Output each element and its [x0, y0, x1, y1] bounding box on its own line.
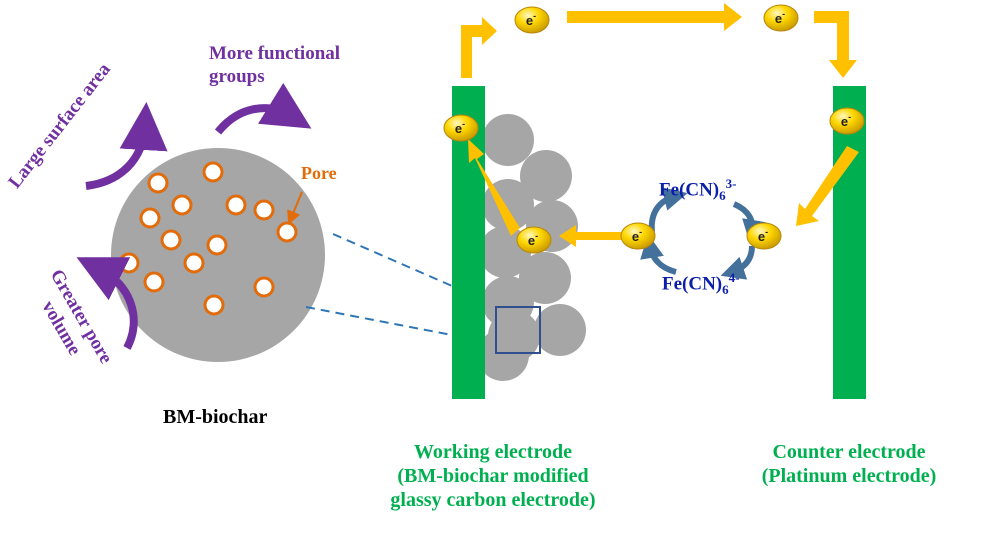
electron-icon: e-: [620, 222, 656, 250]
flow-arrow-icon: [559, 225, 622, 247]
working-electrode-label: Working electrode (BM-biochar modified g…: [390, 441, 596, 511]
redox-arrow-icon: [720, 245, 755, 280]
flow-arrow-icon: [829, 11, 857, 78]
ferricyanide-label: Fe(CN)63-: [659, 176, 737, 204]
counter-electrode-label: Counter electrode (Platinum electrode): [761, 441, 937, 487]
flow-arrow-icon: [814, 11, 843, 23]
flow-arrow-icon: [461, 25, 472, 78]
svg-text:e-: e-: [758, 227, 768, 244]
electron-icon: e-: [514, 6, 550, 34]
zoom-line: [332, 233, 531, 321]
svg-text:e-: e-: [526, 11, 536, 28]
pore: [139, 207, 161, 229]
curved-arrow-icon: [76, 257, 138, 350]
ferrocyanide-label: Fe(CN)64-: [662, 270, 740, 298]
svg-text:e-: e-: [632, 227, 642, 244]
pore: [118, 252, 140, 274]
redox-arrow-icon: [640, 234, 677, 275]
pore: [253, 276, 275, 298]
bm-biochar-label: BM-biochar: [163, 406, 268, 428]
pore: [253, 199, 275, 221]
flow-arrow-icon: [468, 139, 520, 236]
electron-icon: e-: [746, 222, 782, 250]
zoom-line: [305, 306, 531, 351]
electron-flow: [461, 3, 859, 247]
electron-icon: e-: [829, 107, 865, 135]
pore-label: Pore: [301, 163, 337, 183]
curved-arrow-icon: [85, 102, 168, 190]
electron-icon: e-: [763, 4, 799, 32]
flow-arrow-icon: [461, 17, 497, 45]
flow-arrow-icon: [796, 146, 859, 226]
svg-text:e-: e-: [455, 119, 465, 136]
pore: [171, 194, 193, 216]
curved-arrow-icon: [214, 82, 312, 135]
pore: [183, 252, 205, 274]
pore: [203, 294, 225, 316]
svg-text:e-: e-: [775, 9, 785, 26]
counter-electrode: [833, 86, 866, 399]
electron-icon: e-: [516, 226, 552, 254]
redox-arrow-icon: [648, 187, 688, 233]
electron-icon: e-: [443, 114, 479, 142]
svg-text:e-: e-: [528, 231, 538, 248]
pore: [202, 161, 224, 183]
magnify-box-icon: [495, 306, 541, 354]
pore: [206, 234, 228, 256]
redox-arrow-icon: [732, 201, 766, 244]
pore: [147, 172, 169, 194]
pore: [225, 194, 247, 216]
pore: [143, 271, 165, 293]
pore-pointer-arrow: [287, 191, 303, 225]
pore: [276, 221, 298, 243]
pore: [160, 229, 182, 251]
more-functional-groups-label: More functional groups: [209, 43, 341, 87]
svg-text:e-: e-: [841, 112, 851, 129]
flow-arrow-icon: [567, 3, 742, 31]
